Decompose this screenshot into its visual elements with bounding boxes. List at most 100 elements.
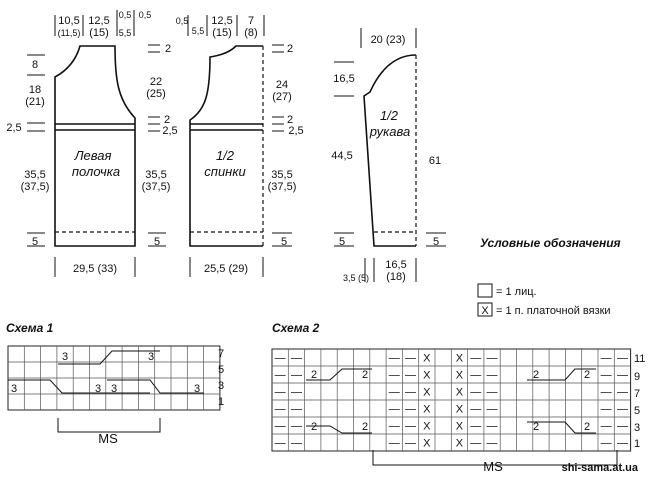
sleeve-left-body: 44,5 — [331, 150, 352, 162]
scheme2-row-11: 11 — [634, 353, 645, 365]
back-top-c: 7 — [248, 15, 254, 27]
scheme2-purl-cell: — — [389, 404, 400, 416]
front-top-b-alt: (15) — [89, 27, 109, 39]
back-name-1: 1/2 — [216, 148, 235, 163]
front-top-d: 0,5 — [139, 10, 152, 20]
scheme2-repeat-label: MS — [483, 459, 503, 474]
scheme2-cable-2a: 2 — [311, 369, 317, 381]
scheme2-cross-cell: X — [423, 404, 431, 416]
front-top-a-alt: (11,5) — [58, 28, 81, 38]
scheme2-purl-cell: — — [389, 370, 400, 382]
scheme2-purl-cell: — — [389, 421, 400, 433]
scheme2-cable-2h: 2 — [584, 421, 590, 433]
scheme2-cable-2f: 2 — [584, 369, 590, 381]
scheme2-cross-cell: X — [456, 421, 464, 433]
scheme2-purl-cell: — — [617, 387, 628, 399]
scheme2-cross-cell: X — [423, 421, 431, 433]
sleeve-bottom-b: 16,5 — [385, 259, 406, 271]
scheme2-purl-cell: — — [275, 421, 286, 433]
scheme1-cable-3a: 3 — [62, 351, 68, 363]
scheme1-row-3: 3 — [218, 380, 224, 392]
scheme1-cable-3f: 3 — [194, 383, 200, 395]
sleeve-right-length: 61 — [429, 155, 441, 167]
scheme1-row-1: 1 — [218, 396, 224, 408]
back-top-b-alt: (15) — [212, 27, 232, 39]
scheme2-purl-cell: — — [470, 370, 481, 382]
scheme1-row-7: 7 — [218, 348, 224, 360]
scheme2-purl-cell: — — [275, 438, 286, 450]
scheme2-purl-cell: — — [470, 438, 481, 450]
front-left-band: 2,5 — [6, 122, 21, 134]
front-right-mid: 2 — [164, 114, 170, 126]
front-right-body-alt: (37,5) — [142, 181, 171, 193]
scheme2-purl-cell: — — [601, 404, 612, 416]
front-right-body: 35,5 — [145, 169, 166, 181]
scheme2-purl-cell: — — [470, 404, 481, 416]
scheme2-purl-cell: — — [601, 421, 612, 433]
scheme2-purl-cell: — — [617, 370, 628, 382]
back-piece: 1/2 спинки 0,5 5,5 12,5 (15) 7 (8) 2 24 … — [176, 15, 304, 277]
scheme1-cable-3d: 3 — [95, 383, 101, 395]
scheme2-cross-cell: X — [456, 404, 464, 416]
front-top-c-alt: 5,5 — [119, 28, 132, 38]
back-right-hem: 5 — [281, 236, 287, 248]
front-right-top: 2 — [165, 43, 171, 55]
scheme2-purl-cell: — — [601, 370, 612, 382]
scheme2-cross-cell: X — [456, 387, 464, 399]
scheme2-purl-cell: — — [389, 438, 400, 450]
scheme2-purl-cell: — — [470, 387, 481, 399]
sleeve-name-2: рукава — [369, 124, 410, 139]
front-name-2: полочка — [72, 164, 120, 179]
scheme2-row-3: 3 — [634, 422, 640, 434]
scheme1-row-numbers: 7 5 3 1 — [218, 348, 224, 408]
scheme2-purl-cell: — — [389, 387, 400, 399]
scheme2-purl-cell: — — [601, 353, 612, 365]
back-right-body: 35,5 — [271, 169, 292, 181]
front-right-band: 2,5 — [162, 125, 177, 137]
back-name-2: спинки — [204, 164, 245, 179]
front-width: 29,5 (33) — [73, 263, 117, 275]
scheme2-cross-cell: X — [423, 353, 431, 365]
scheme2-purl-cell: — — [617, 421, 628, 433]
legend-garter-symbol: X — [481, 305, 489, 317]
scheme2-purl-cell: — — [487, 438, 498, 450]
back-right-arm: 24 — [276, 79, 288, 91]
scheme2-cross-cell: X — [456, 370, 464, 382]
scheme1-row-5: 5 — [218, 364, 224, 376]
scheme2-purl-cell: — — [405, 404, 416, 416]
scheme2-purl-cell: — — [405, 421, 416, 433]
front-left-shoulder: 8 — [32, 59, 38, 71]
back-top-a-alt: 5,5 — [192, 26, 205, 36]
back-right-mid: 2 — [287, 114, 293, 126]
sleeve-left-cap: 16,5 — [333, 73, 354, 85]
scheme2-cross-cell: X — [423, 438, 431, 450]
scheme2-cable-2e: 2 — [533, 369, 539, 381]
scheme2-purl-cell: — — [487, 353, 498, 365]
scheme2-row-1: 1 — [634, 438, 640, 450]
scheme2-cross-cell: X — [423, 370, 431, 382]
front-right-hem: 5 — [154, 236, 160, 248]
scheme2-purl-cell: — — [291, 353, 302, 365]
scheme2-purl-cell: — — [487, 370, 498, 382]
scheme2-purl-cell: — — [617, 438, 628, 450]
sleeve-bottom-a: 3,5 (5) — [343, 273, 369, 283]
sleeve-left-hem: 5 — [339, 236, 345, 248]
sleeve-name-1: 1/2 — [380, 108, 399, 123]
scheme2-cable-2g: 2 — [533, 421, 539, 433]
scheme2-purl-cell: — — [601, 387, 612, 399]
legend-garter-label: = 1 п. платочной вязки — [496, 305, 611, 317]
scheme2-purl-cell: — — [470, 421, 481, 433]
back-right-band: 2,5 — [288, 125, 303, 137]
scheme2-purl-cell: — — [389, 353, 400, 365]
scheme2-purl-cell: — — [291, 370, 302, 382]
scheme2-purl-cell: — — [405, 387, 416, 399]
front-left-arm: 18 — [29, 84, 41, 96]
front-left-hem: 5 — [32, 236, 38, 248]
front-left-body-alt: (37,5) — [21, 181, 50, 193]
scheme2-purl-cell: — — [275, 353, 286, 365]
scheme2-purl-cell: — — [275, 404, 286, 416]
